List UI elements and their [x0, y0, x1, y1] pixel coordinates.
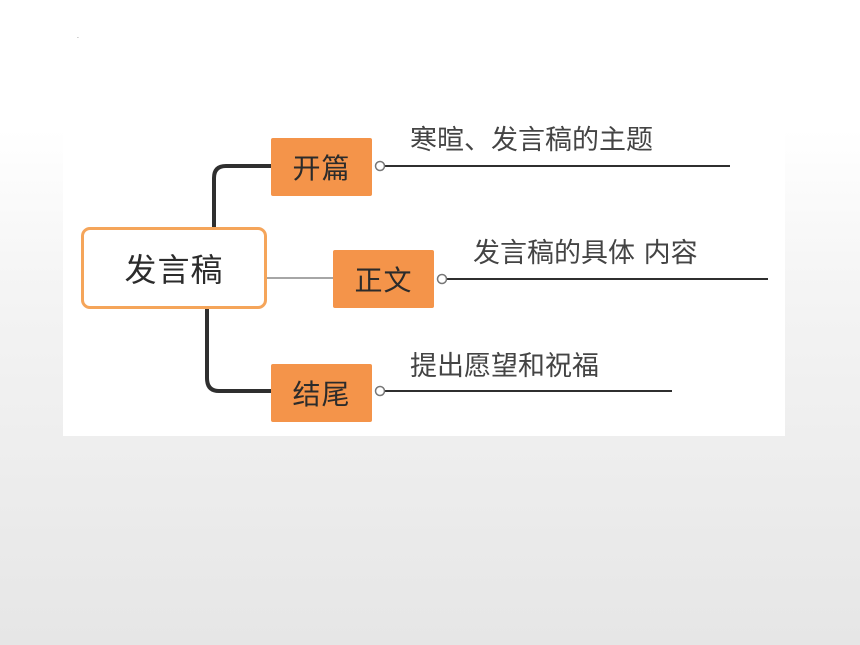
leaf-node-1 — [374, 160, 386, 172]
trunk-connector — [212, 164, 271, 227]
branch-node-kaipian: 开篇 — [271, 138, 372, 196]
leaf-text-zhengwen: 发言稿的具体 内容 — [473, 238, 698, 269]
leaf-text-jiewei: 提出愿望和祝福 — [410, 351, 599, 382]
leaf-node-3 — [374, 385, 386, 397]
root-node: 发言稿 — [81, 227, 267, 309]
slide-dot-mark: . — [77, 33, 79, 40]
leaf-text-kaipian: 寒暄、发言稿的主题 — [410, 125, 653, 156]
leaf-node-2 — [436, 273, 448, 285]
branch-node-jiewei: 结尾 — [271, 364, 372, 422]
branch-node-zhengwen: 正文 — [333, 250, 434, 308]
trunk-connector-lower — [205, 309, 271, 393]
